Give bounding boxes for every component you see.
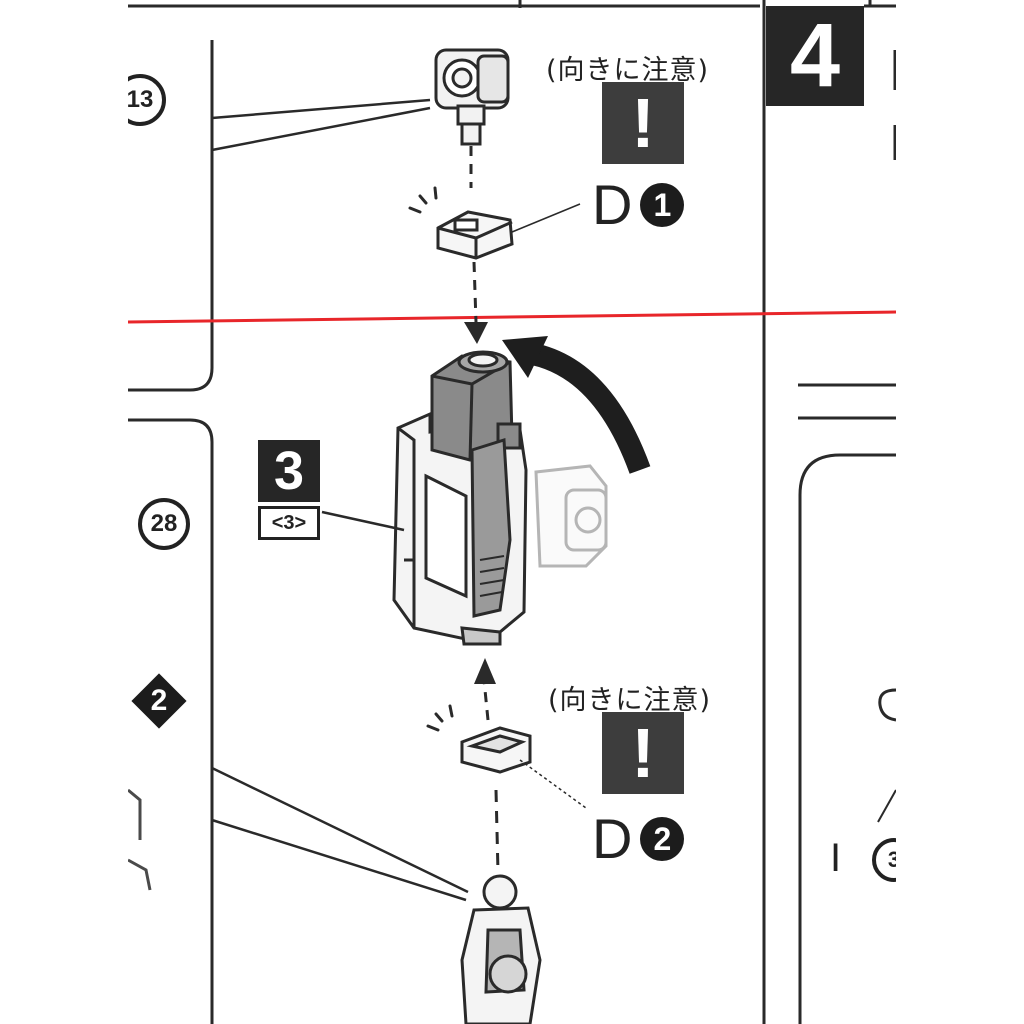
left-margin: [0, 0, 128, 1024]
orientation-note-bottom: (向きに注意): [548, 685, 712, 716]
part-code-letter: D: [592, 173, 633, 236]
callout-2: 2: [150, 684, 168, 717]
step-number: 4: [766, 6, 864, 106]
warning-icon: !: [602, 712, 684, 794]
right-margin: [896, 0, 1024, 1024]
right-ref-letter: I: [830, 836, 842, 880]
part-code-d2: D 2: [592, 806, 685, 871]
subassembly-tag: <3>: [258, 506, 320, 540]
part-code-letter: D: [592, 807, 633, 870]
subassembly-number: 3: [258, 440, 320, 502]
part-code-d1: D 1: [592, 172, 685, 237]
part-code-number-badge: 2: [640, 816, 685, 861]
callout-28: 28: [138, 498, 190, 550]
orientation-note-top: (向きに注意): [546, 55, 710, 86]
callout-2-diamond: 2: [131, 673, 187, 729]
part-code-number-badge: 1: [640, 182, 685, 227]
warning-icon: !: [602, 82, 684, 164]
